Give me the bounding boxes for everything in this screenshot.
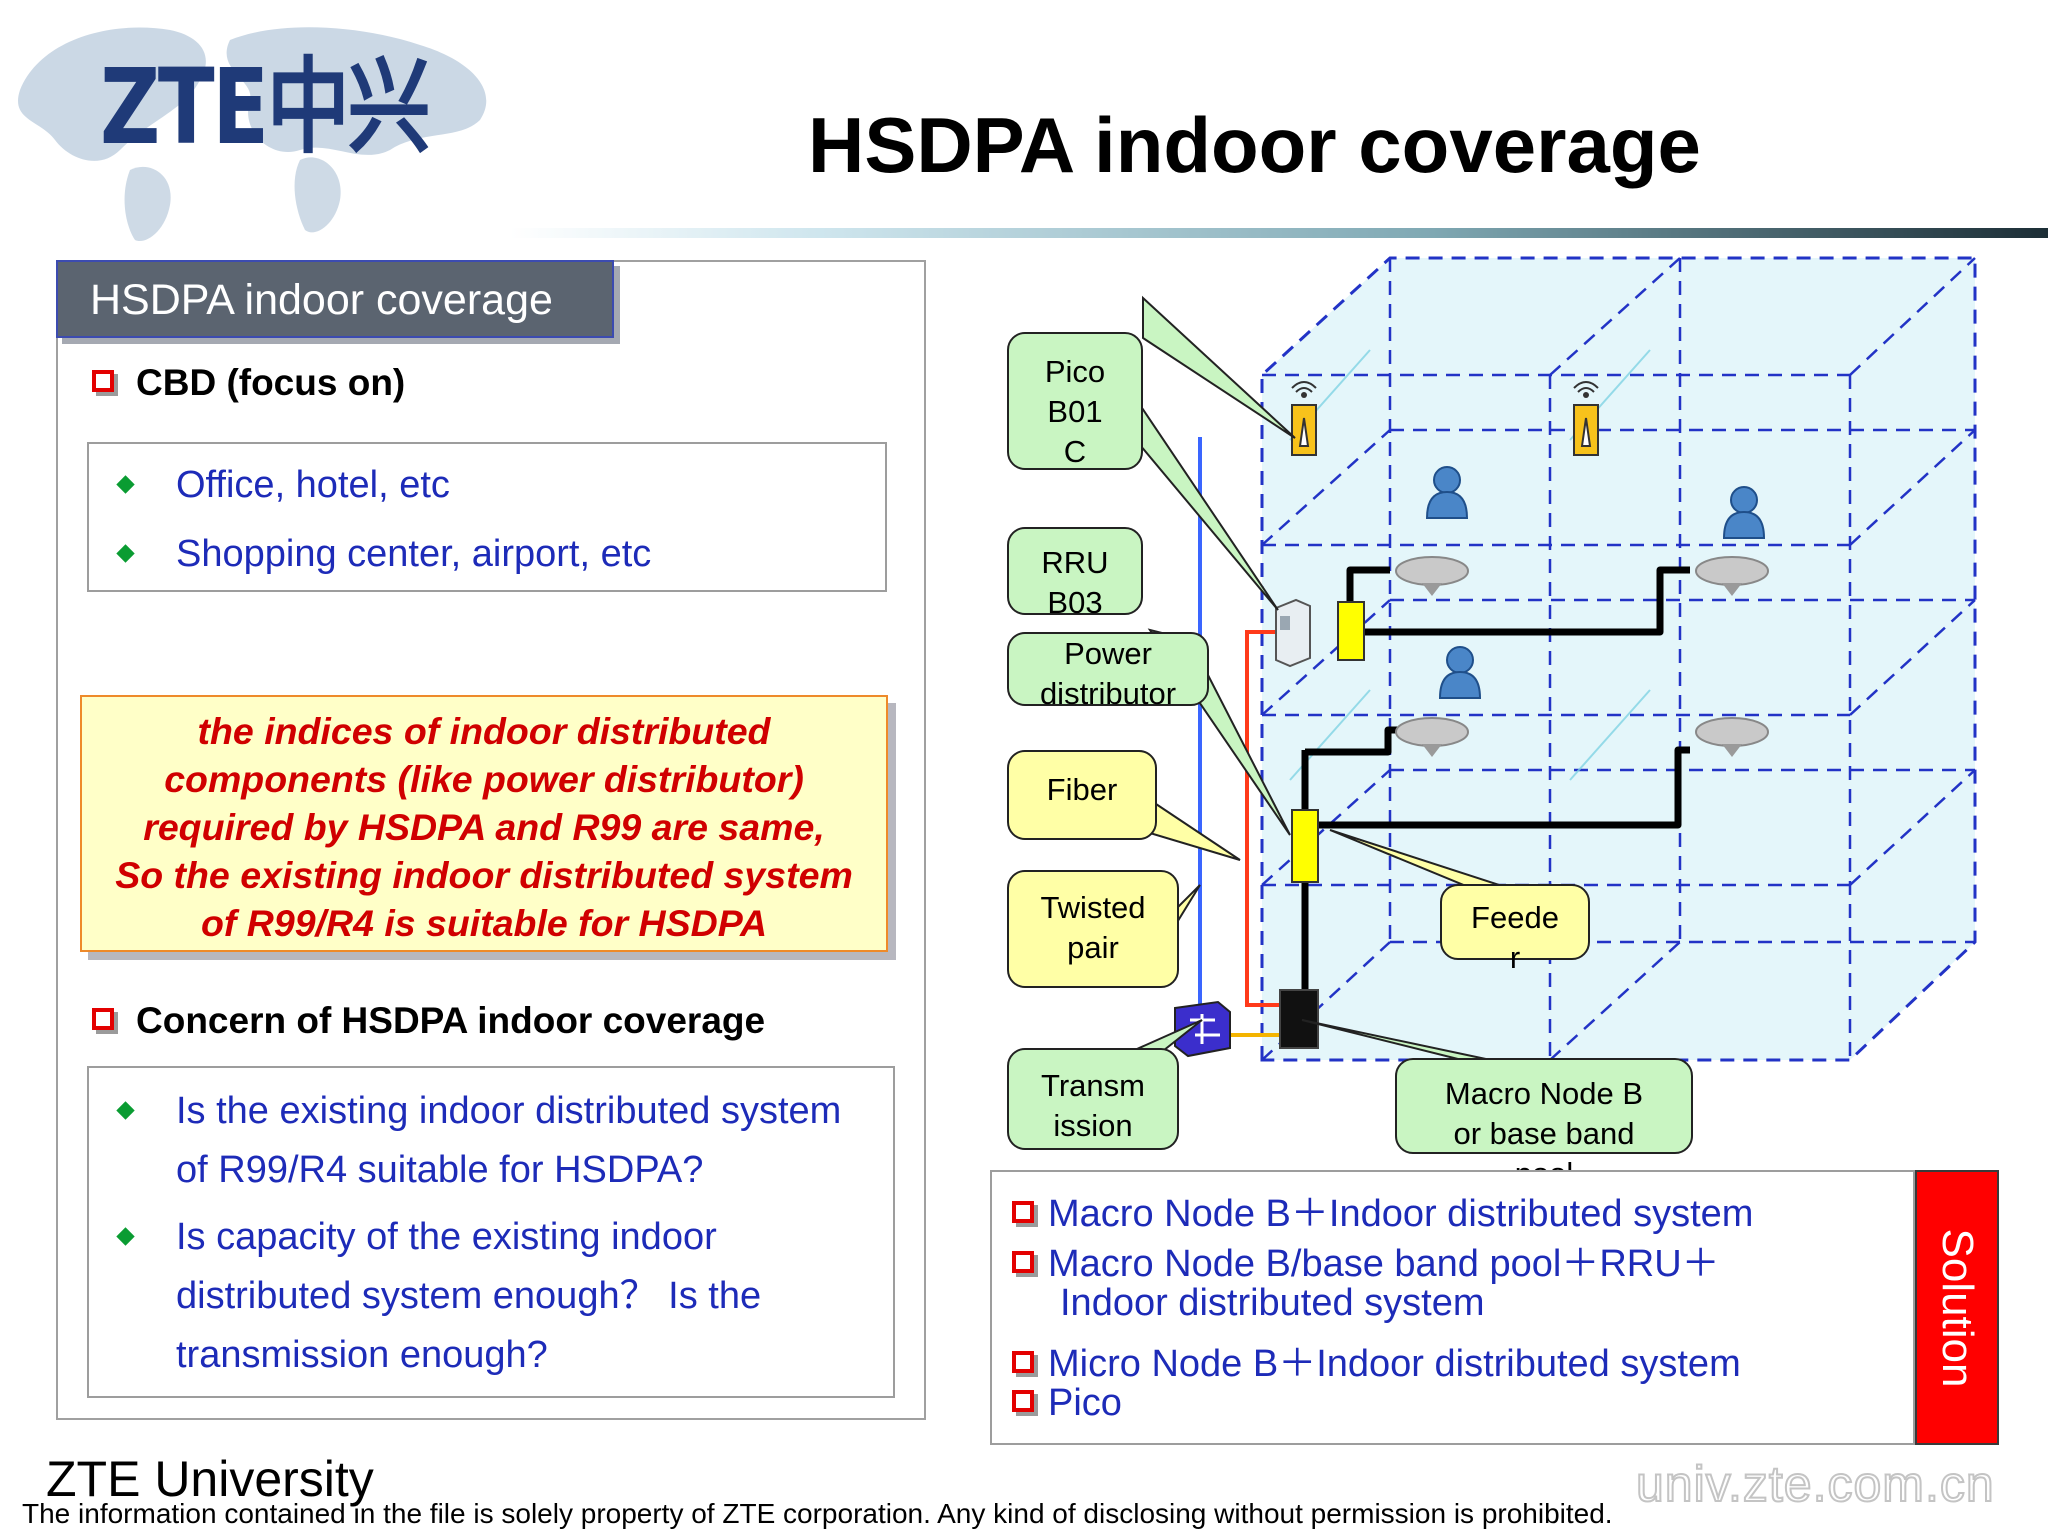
callout-line: the indices of indoor distributed <box>197 710 771 752</box>
label-power-distributor: Power distributor <box>1007 632 1209 711</box>
concern-item-line: Is capacity of the existing indoor <box>176 1216 717 1258</box>
macro-node-b-icon <box>1279 989 1319 1049</box>
pico-antenna-icon <box>1291 381 1317 456</box>
label-line: Twisted <box>1040 890 1146 925</box>
callout-pointer-pico <box>1142 295 1296 439</box>
label-line: Pico <box>1044 354 1106 389</box>
concern-list: Is the existing indoor distributed syste… <box>87 1066 895 1398</box>
power-distributor-lower <box>1291 809 1319 883</box>
label-rru: RRU B03 <box>1007 527 1143 620</box>
solution-item-text: Macro Node B/base band pool＋RRU＋ <box>1048 1243 1720 1285</box>
building-illustration <box>1260 256 1977 1062</box>
label-transmission: Transm ission <box>1007 1048 1179 1150</box>
square-bullet-icon <box>1012 1350 1034 1373</box>
world-map-background <box>18 27 487 242</box>
power-distributor-upper <box>1337 601 1365 661</box>
cbd-item-shopping: Shopping center, airport, etc <box>176 533 652 575</box>
pico-antenna-icon <box>1573 381 1599 456</box>
concern-item-line: of R99/R4 suitable for HSDPA? <box>176 1149 704 1191</box>
section-tab: HSDPA indoor coverage <box>56 260 614 338</box>
title-divider <box>510 228 2048 238</box>
label-line: B03 <box>1047 585 1103 620</box>
solution-item-text: Pico <box>1048 1382 1122 1424</box>
label-feeder: Feede r <box>1440 884 1590 975</box>
label-line: C <box>1063 434 1087 469</box>
solution-item-text: Macro Node B＋Indoor distributed system <box>1048 1193 1754 1235</box>
solution-tag-text: Solution <box>1933 1227 1982 1388</box>
diamond-bullet-icon <box>116 475 135 494</box>
square-bullet-icon <box>92 1008 114 1031</box>
label-line: ission <box>1053 1108 1133 1143</box>
label-line: pair <box>1067 930 1119 965</box>
diamond-bullet-icon <box>116 1227 135 1246</box>
square-bullet-icon <box>1012 1389 1034 1412</box>
diamond-bullet-icon <box>116 544 135 563</box>
user-icon <box>1438 646 1482 699</box>
ceiling-antenna-icon <box>1695 717 1769 757</box>
solution-item-continuation: Indoor distributed system <box>1060 1282 1485 1324</box>
label-line: RRU <box>1041 545 1109 580</box>
square-bullet-icon <box>1012 1250 1034 1273</box>
user-icon <box>1722 486 1766 539</box>
indoor-network-diagram <box>1087 256 1977 1087</box>
label-macro-node-b: Macro Node B or base band pool <box>1395 1058 1693 1191</box>
label-twisted-pair: Twisted pair <box>1007 870 1179 988</box>
callout-line: So the existing indoor distributed syste… <box>115 854 853 896</box>
solution-item: Macro Node B＋Indoor distributed system <box>1012 1182 1753 1237</box>
solution-item: Macro Node B/base band pool＋RRU＋ <box>1012 1232 1720 1287</box>
concern-item-line: distributed system enough？ Is the <box>176 1275 762 1317</box>
label-line: distributor <box>1039 676 1177 711</box>
label-line: or base band <box>1453 1116 1635 1151</box>
callout-line: components (like power distributor) <box>164 758 804 800</box>
cbd-list: Office, hotel, etc Shopping center, airp… <box>87 442 887 592</box>
footer-url-watermark: univ.zte.com.cn <box>1635 1455 1995 1513</box>
callout-box: the indices of indoor distributed compon… <box>80 695 888 952</box>
label-line: Fiber <box>1046 772 1118 807</box>
footer-organization: ZTE University <box>46 1451 374 1507</box>
concern-item-line: Is the existing indoor distributed syste… <box>176 1090 842 1132</box>
solution-item-text: Micro Node B＋Indoor distributed system <box>1048 1343 1741 1385</box>
callout-pointer-rru <box>1139 401 1279 611</box>
callout-line: required by HSDPA and R99 are same, <box>143 806 825 848</box>
ceiling-antenna-icon <box>1695 556 1769 596</box>
footer-disclaimer: The information contained in the file is… <box>22 1498 1613 1529</box>
callout-text: the indices of indoor distributed compon… <box>82 707 886 947</box>
callout-line: of R99/R4 is suitable for HSDPA <box>200 902 768 944</box>
solution-list: Macro Node B＋Indoor distributed system M… <box>990 1170 1915 1445</box>
concern-heading-text: Concern of HSDPA indoor coverage <box>136 1000 766 1041</box>
cbd-heading-text: CBD (focus on) <box>136 362 406 403</box>
label-line: Power <box>1064 636 1152 671</box>
building-floors <box>1261 257 1976 1061</box>
concern-item-line: transmission enough? <box>176 1334 548 1376</box>
concern-heading: Concern of HSDPA indoor coverage <box>92 1000 765 1042</box>
solution-item: Pico <box>1012 1382 1122 1425</box>
square-bullet-icon <box>1012 1200 1034 1223</box>
label-line: Transm <box>1041 1068 1145 1103</box>
transmission-device-icon <box>1174 1000 1231 1058</box>
label-pico: Pico B01 C <box>1007 332 1143 470</box>
user-icon <box>1425 466 1469 519</box>
cbd-heading: CBD (focus on) <box>92 362 405 404</box>
rru-device-icon <box>1275 598 1311 668</box>
ceiling-antenna-icon <box>1395 556 1469 596</box>
ceiling-antenna-icon <box>1395 717 1469 757</box>
cbd-item-office: Office, hotel, etc <box>176 464 450 506</box>
square-bullet-icon <box>92 370 114 393</box>
label-line: Feede <box>1471 900 1559 935</box>
label-fiber: Fiber <box>1007 750 1157 840</box>
diamond-bullet-icon <box>116 1101 135 1120</box>
solution-tag: Solution <box>1915 1170 1999 1445</box>
page-title: HSDPA indoor coverage <box>808 101 1701 189</box>
solution-item: Micro Node B＋Indoor distributed system <box>1012 1332 1741 1387</box>
label-line: B01 <box>1047 394 1103 429</box>
label-line: r <box>1509 940 1521 975</box>
red-fiber-cable <box>1245 630 1290 1007</box>
zte-logo: ZTE中兴 <box>100 46 431 168</box>
label-line: Macro Node B <box>1444 1076 1644 1111</box>
